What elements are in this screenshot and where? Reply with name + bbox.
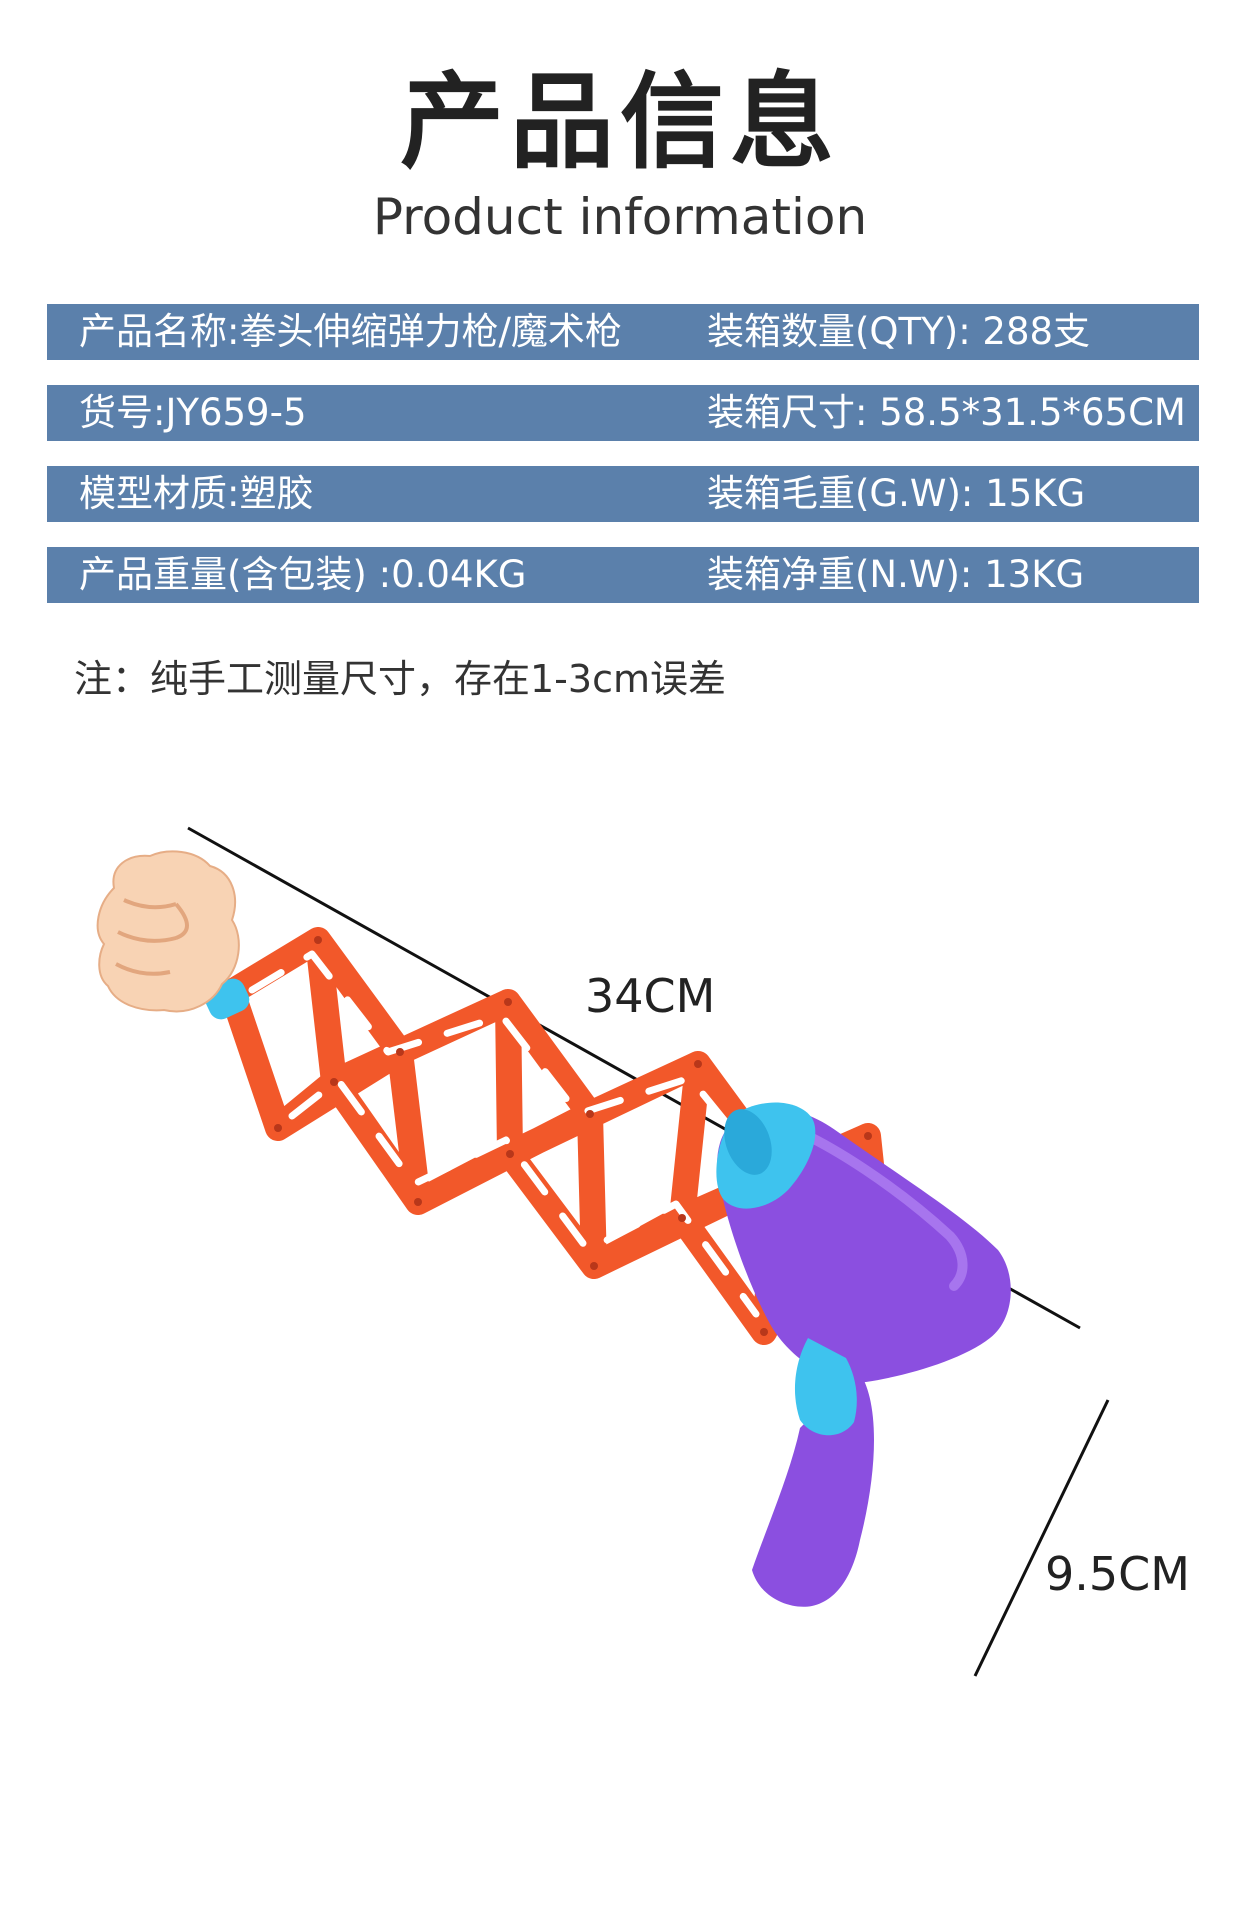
scissor-arm: [219, 927, 893, 1345]
product-name-value: 产品名称:拳头伸缩弹力枪/魔术枪: [79, 310, 622, 353]
scissor-arm-slots: [248, 950, 772, 1318]
material-value: 模型材质:塑胶: [79, 472, 314, 515]
toy-gun: [716, 1102, 1011, 1607]
page-subtitle: Product information: [372, 188, 868, 246]
gun-trigger-guard: [794, 1338, 857, 1436]
gun-muzzle-ring: [724, 1109, 772, 1175]
net-weight-value: 装箱净重(N.W): 13KG: [707, 553, 1085, 596]
product-figure: 34CM 9.5CM: [96, 826, 1190, 1677]
gross-weight-value: 装箱毛重(G.W): 15KG: [707, 472, 1086, 515]
carton-size-value: 装箱尺寸: 58.5*31.5*65CM: [707, 391, 1186, 434]
gun-body-highlight: [775, 1119, 968, 1291]
fist-knuckles: [115, 898, 189, 976]
fist: [96, 850, 250, 1020]
info-row-material: 模型材质:塑胶 装箱毛重(G.W): 15KG: [47, 466, 1199, 522]
length-label: 34CM: [585, 969, 715, 1023]
measurement-note: 注：纯手工测量尺寸，存在1-3cm误差: [74, 657, 726, 701]
info-row-product-name: 产品名称:拳头伸缩弹力枪/魔术枪 装箱数量(QTY): 288支: [47, 304, 1199, 360]
item-number-value: 货号:JY659-5: [79, 391, 307, 434]
carton-quantity-value: 装箱数量(QTY): 288支: [707, 310, 1091, 353]
height-dimension-line: [973, 1399, 1110, 1677]
info-row-weight: 产品重量(含包装) :0.04KG 装箱净重(N.W): 13KG: [47, 547, 1199, 603]
page-title: 产品信息: [399, 61, 840, 183]
info-row-item-number: 货号:JY659-5 装箱尺寸: 58.5*31.5*65CM: [47, 385, 1199, 441]
product-weight-value: 产品重量(含包装) :0.04KG: [79, 553, 527, 596]
height-label: 9.5CM: [1045, 1547, 1190, 1601]
